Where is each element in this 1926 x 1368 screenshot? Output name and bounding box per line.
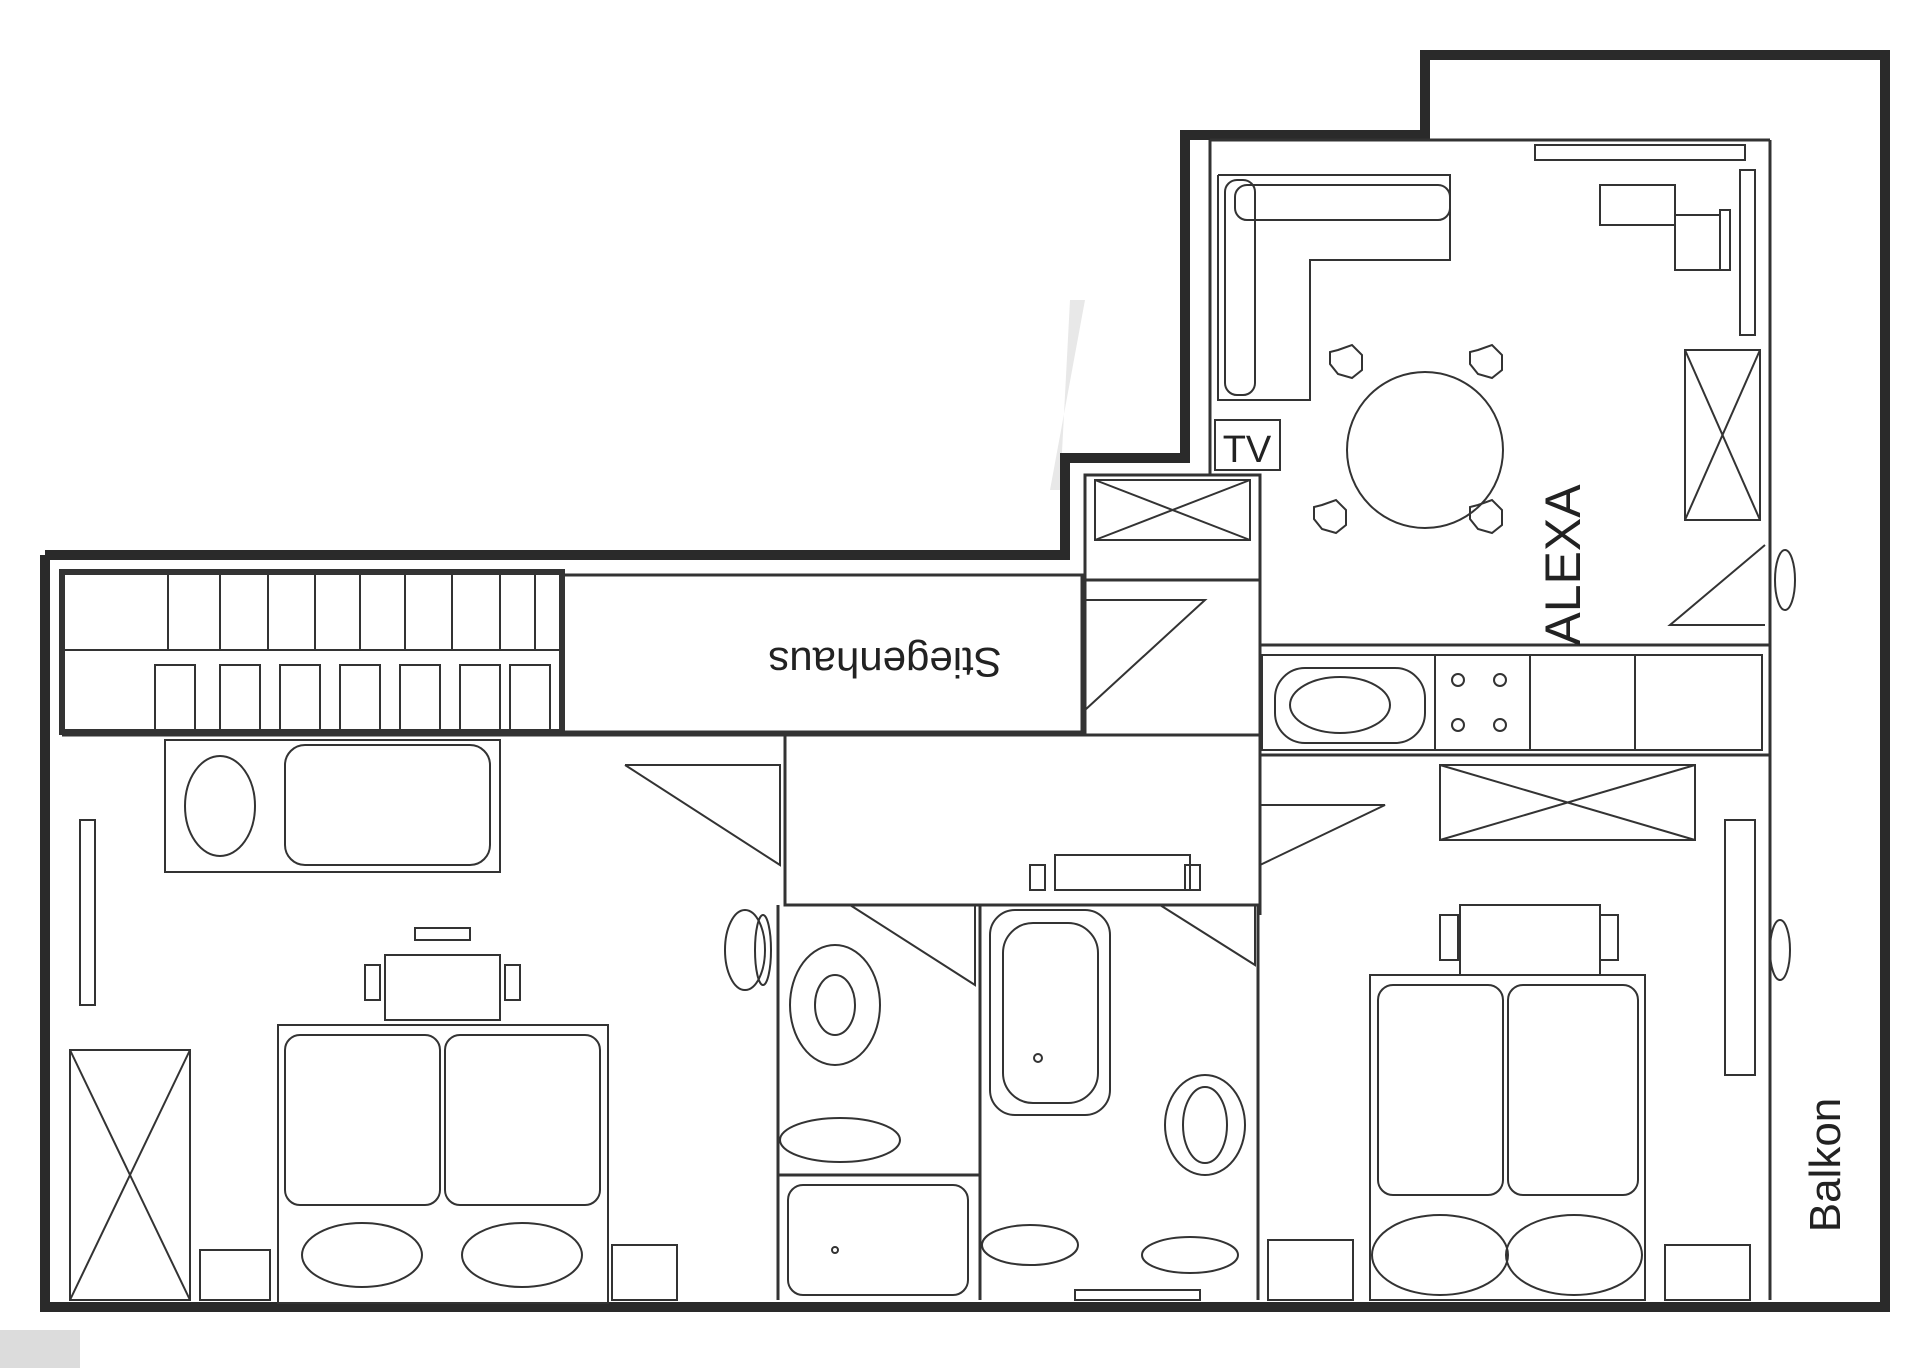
- balcony-label: Balkon: [1801, 1098, 1850, 1233]
- bathroom-2: [981, 854, 1246, 1301]
- paper-edge: [0, 300, 1085, 1368]
- living-room-label: ALEXA: [1535, 484, 1591, 646]
- living-room: TV ALEXA: [1094, 144, 1761, 646]
- kitchen: [1261, 549, 1796, 751]
- interior-walls: [62, 138, 1772, 1301]
- stairwell-label: Stiegenhaus: [768, 639, 1002, 686]
- bathroom-1: [779, 944, 969, 1296]
- bedroom-left: [79, 739, 772, 1304]
- outer-walls: [40, 50, 1890, 1312]
- stairwell: Stiegenhaus: [59, 569, 1084, 735]
- bedroom-right: [1267, 764, 1791, 1301]
- tv-label: TV: [1223, 429, 1272, 471]
- door-swings: [624, 544, 1766, 987]
